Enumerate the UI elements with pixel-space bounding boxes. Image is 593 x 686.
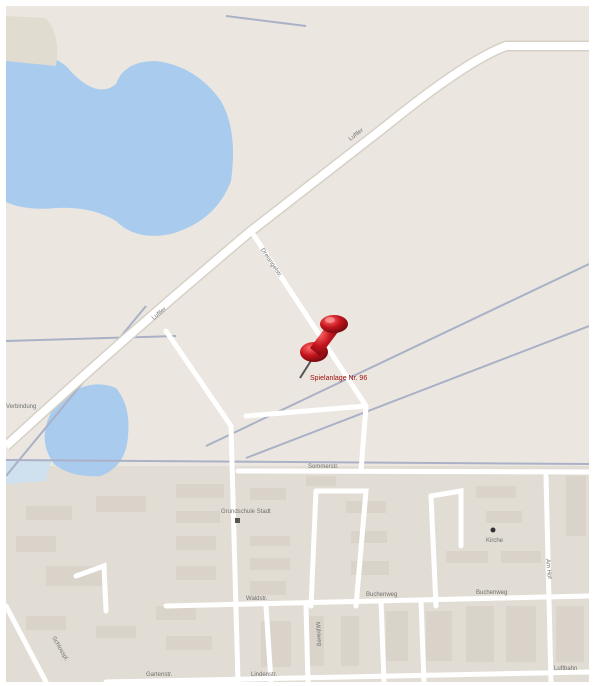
street-label-east: Sommerstr. [308, 464, 339, 470]
push-pin-icon[interactable] [292, 302, 362, 382]
footer-label-right: Luftbahn [554, 666, 578, 672]
poi-label-right: Kirche [486, 538, 504, 544]
map-view[interactable]: Luftler Luftler Dreiangelstr. Sommerstr.… [6, 6, 589, 682]
lake-north [6, 49, 234, 236]
street-label-grid-a: Buchenweg [366, 592, 398, 598]
lake-south [44, 384, 129, 477]
poi-label-school: Grundschule Stadt [221, 509, 271, 515]
shore-area [6, 16, 58, 66]
pin-label[interactable]: Spielanlage Nr. 96 [310, 375, 368, 382]
wetland-area [6, 461, 51, 484]
streets[interactable] [6, 228, 589, 682]
street-label-bottom-c: Lindenstr. [251, 672, 278, 678]
street-label-bottom-b: Gartenstr. [146, 672, 173, 678]
street-label-bottom-a: Waldstr. [246, 596, 268, 602]
map-canvas[interactable] [6, 6, 589, 682]
edge-label-left: Verbindung [6, 404, 37, 410]
main-road[interactable] [6, 42, 589, 449]
street-label-grid-b: Buchenweg [476, 590, 508, 596]
